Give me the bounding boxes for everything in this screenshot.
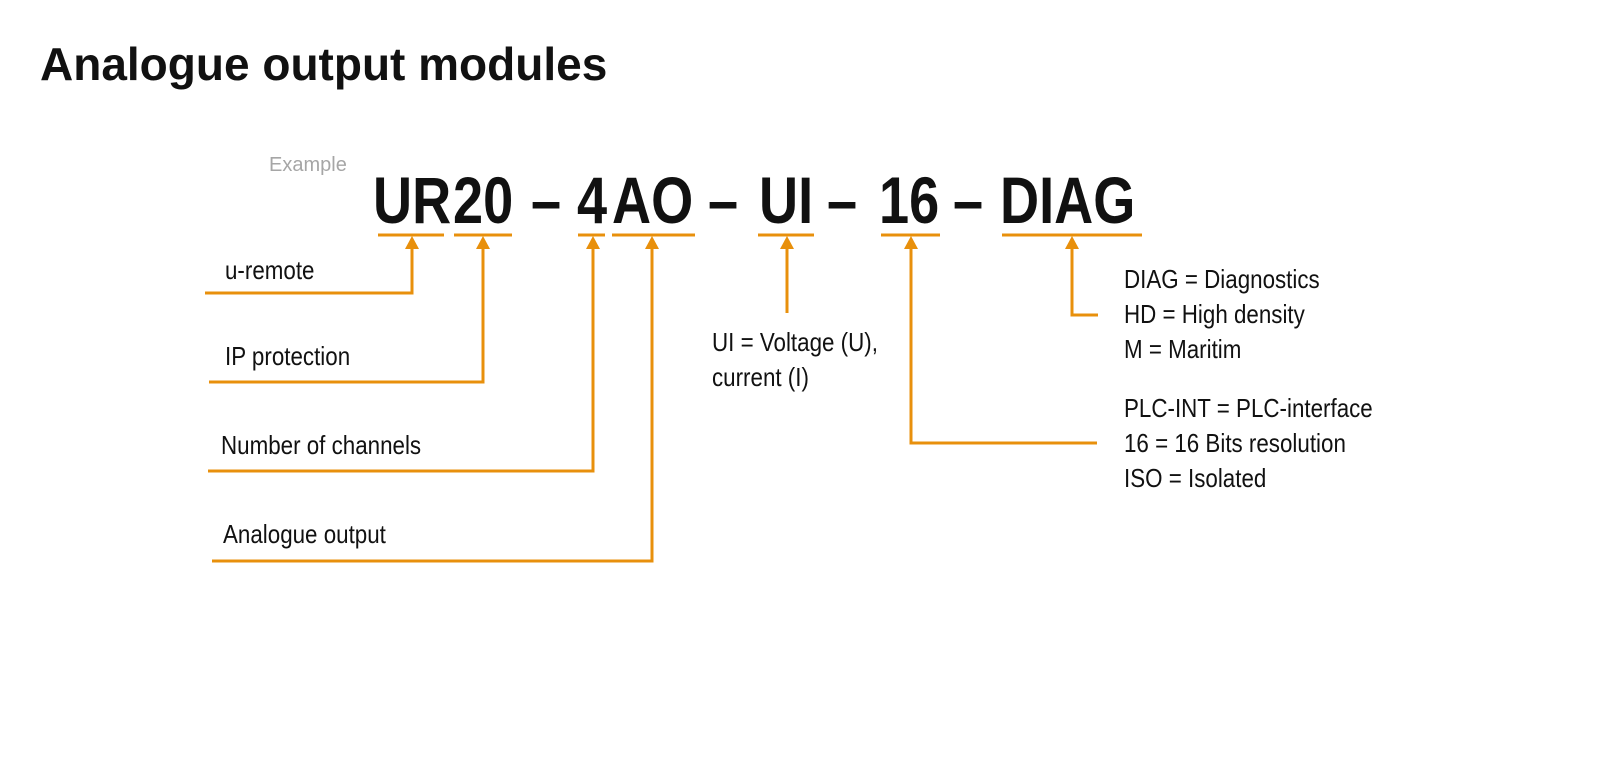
label-plc-line-3: ISO = Isolated bbox=[1124, 463, 1267, 493]
arrow-16 bbox=[904, 236, 918, 249]
code-dash-3: – bbox=[827, 163, 858, 237]
arrow-ui bbox=[780, 236, 794, 249]
label-diag-line-2: HD = High density bbox=[1124, 299, 1305, 329]
label-ui-line-2: current (I) bbox=[712, 362, 809, 392]
code-dash-1: – bbox=[531, 163, 562, 237]
label-ip-protection: IP protection bbox=[225, 341, 351, 371]
label-number-of-channels: Number of channels bbox=[221, 430, 422, 460]
code-16: 16 bbox=[879, 163, 940, 237]
code-ui: UI bbox=[759, 163, 814, 237]
leader-ip-protection bbox=[209, 245, 485, 384]
arrow-4 bbox=[586, 236, 600, 249]
arrow-ur bbox=[405, 236, 419, 249]
leader-16 bbox=[909, 245, 1097, 445]
leader-diag bbox=[1070, 245, 1098, 317]
label-plc-line-1: PLC-INT = PLC-interface bbox=[1124, 393, 1373, 423]
label-plc-line-2: 16 = 16 Bits resolution bbox=[1124, 428, 1346, 458]
arrow-diag bbox=[1065, 236, 1079, 249]
leader-analogue-output bbox=[212, 245, 654, 563]
example-label: Example bbox=[269, 154, 347, 176]
arrowheads bbox=[405, 236, 1079, 249]
label-analogue-output: Analogue output bbox=[223, 519, 386, 549]
code-dash-2: – bbox=[708, 163, 739, 237]
leader-number-of-channels bbox=[208, 245, 595, 473]
code-dash-4: – bbox=[953, 163, 984, 237]
label-diag-line-3: M = Maritim bbox=[1124, 334, 1242, 364]
arrow-20 bbox=[476, 236, 490, 249]
code-20: 20 bbox=[453, 163, 514, 237]
label-ui-line-1: UI = Voltage (U), bbox=[712, 327, 878, 357]
leader-u-remote bbox=[205, 245, 414, 295]
arrow-ao bbox=[645, 236, 659, 249]
code-ao: AO bbox=[612, 163, 694, 237]
connector-strokes bbox=[205, 233, 1142, 563]
code-ur: UR bbox=[373, 163, 452, 237]
code-diag: DIAG bbox=[1000, 163, 1136, 237]
page-title: Analogue output modules bbox=[40, 38, 608, 90]
label-u-remote: u-remote bbox=[225, 255, 315, 285]
code-4: 4 bbox=[577, 163, 608, 237]
label-diag-line-1: DIAG = Diagnostics bbox=[1124, 264, 1320, 294]
